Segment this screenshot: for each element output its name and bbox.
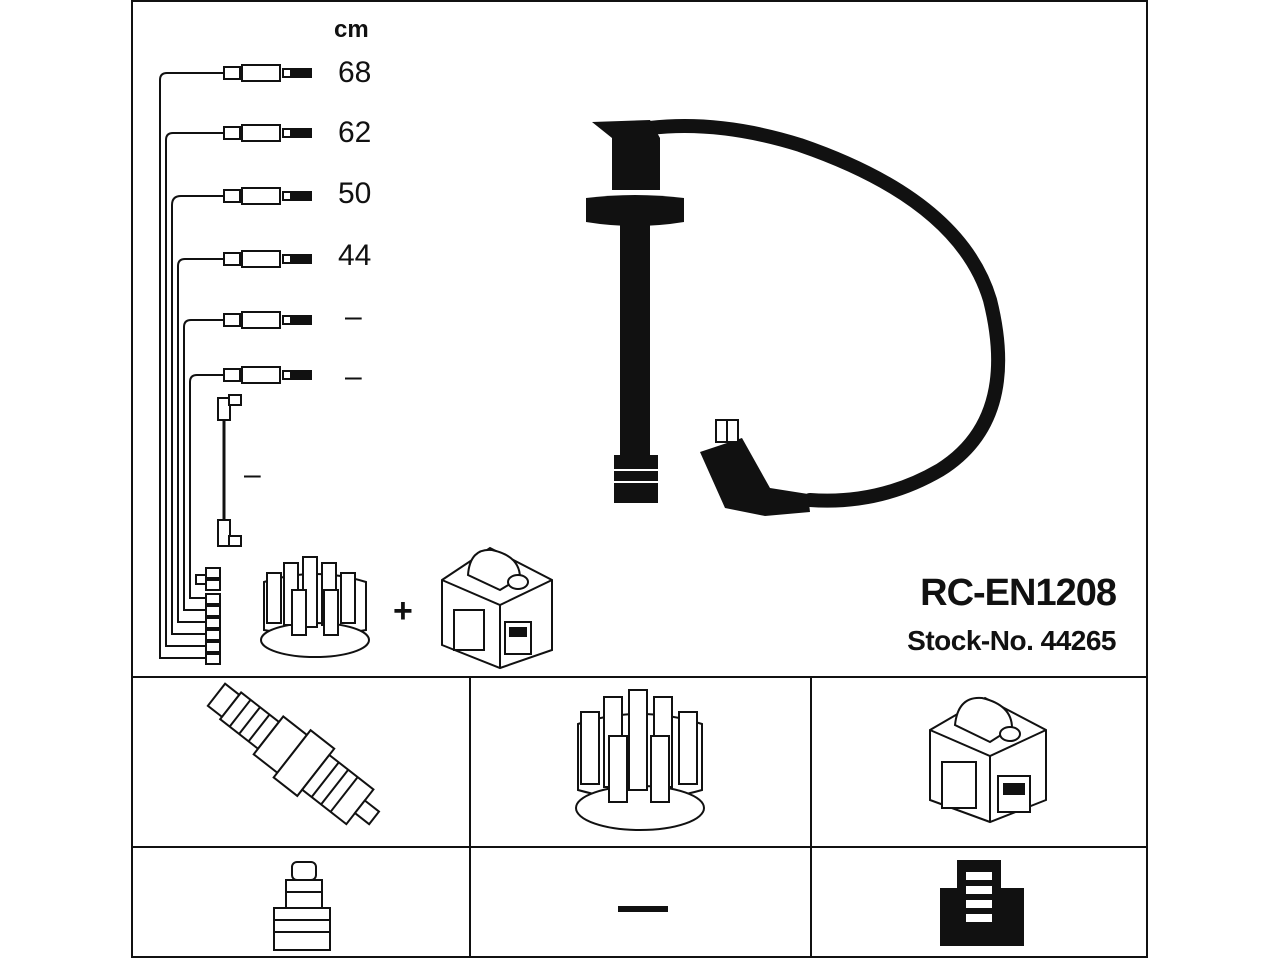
lead-length-6: –	[345, 360, 362, 393]
lead-length-2: 62	[338, 116, 372, 149]
spark-plug-lead-icon	[586, 119, 1006, 516]
spark-plug-icon	[206, 682, 381, 826]
lead-length-5: –	[345, 300, 362, 333]
lead-terminal-3	[223, 187, 312, 205]
length-unit-label: cm	[334, 16, 369, 43]
ignition-coil-small-icon	[441, 546, 553, 670]
lead-length-3: 50	[338, 177, 372, 210]
table-top-divider	[131, 676, 1148, 678]
coil-lead-icon	[217, 394, 242, 547]
distributor-connection-dash	[618, 906, 668, 912]
coil-lead-length: –	[244, 458, 261, 491]
lead-terminals	[223, 64, 312, 384]
lead-terminal-6	[223, 366, 312, 384]
lead-terminal-5	[223, 311, 312, 329]
plug-terminal-icon	[273, 861, 331, 951]
lead-length-1: 68	[338, 56, 372, 89]
table-middle-divider	[131, 846, 1148, 848]
lead-terminal-1	[223, 64, 312, 82]
table-col-divider-2	[810, 676, 812, 958]
distributor-cap-small-icon	[260, 556, 370, 658]
ignition-lead-set-icon	[159, 72, 224, 659]
ignition-coil-icon	[929, 696, 1047, 824]
distributor-connectors	[205, 567, 221, 665]
lead-terminal-2	[223, 124, 312, 142]
lead-terminal-4	[223, 250, 312, 268]
stock-number: Stock-No. 44265	[907, 625, 1116, 656]
product-code: RC-EN1208	[920, 572, 1117, 614]
distributor-cap-icon	[575, 689, 705, 831]
table-col-divider-1	[469, 676, 471, 958]
lead-length-4: 44	[338, 239, 372, 272]
coil-terminal-icon	[940, 860, 1024, 946]
plus-sign: +	[393, 592, 413, 630]
diagram-frame	[131, 0, 1148, 958]
